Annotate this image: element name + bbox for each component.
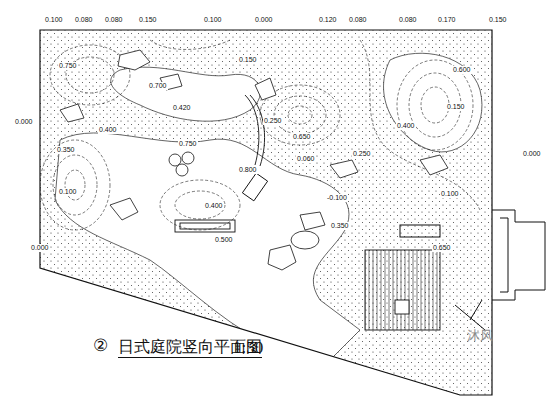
elevation-label: 0.100: [58, 188, 78, 196]
elevation-label: 0.700: [148, 82, 168, 90]
elevation-label: 0.250: [352, 150, 372, 158]
elevation-label: 0.120: [318, 16, 338, 24]
elevation-label: 0.500: [214, 236, 234, 244]
elevation-label: 0.150: [488, 16, 508, 24]
elevation-label: 0.650: [292, 133, 312, 141]
elevation-label: 0.750: [178, 140, 198, 148]
elevation-label: 0.080: [398, 16, 418, 24]
watermark: 沐风: [466, 328, 494, 343]
elevation-label: 0.350: [56, 146, 76, 154]
elevation-label: 0.060: [296, 155, 316, 163]
elevation-label: 0.800: [238, 166, 258, 174]
elevation-label: 0.080: [104, 16, 124, 24]
elevation-label: 0.400: [204, 202, 224, 210]
elevation-label: 0.000: [254, 16, 274, 24]
elevation-label: 0.150: [446, 103, 466, 111]
elevation-label: 0.400: [396, 122, 416, 130]
drawing-number: ②: [92, 336, 109, 356]
elevation-label: 0.080: [348, 16, 368, 24]
scale-label: 1:50: [232, 338, 264, 358]
elevation-label: 0.250: [263, 117, 283, 125]
elevation-label: -0.100: [326, 194, 348, 202]
elevation-label: 0.170: [437, 16, 457, 24]
elevation-label: 0.080: [74, 16, 94, 24]
elevation-label: 0.100: [440, 190, 460, 198]
elevation-label: 0.600: [452, 66, 472, 74]
elevation-label: 0.150: [138, 16, 158, 24]
elevation-label: 0.150: [238, 56, 258, 64]
elevation-label: 0.000: [30, 244, 50, 252]
elevation-label: 0.000: [14, 118, 34, 126]
elevation-label: 0.750: [58, 62, 78, 70]
elevation-label: 0.350: [330, 222, 350, 230]
elevation-label: 0.100: [44, 16, 64, 24]
elevation-label: 0.400: [98, 126, 118, 134]
elevation-label: 0.420: [172, 104, 192, 112]
elevation-label: 0.650: [432, 244, 452, 252]
elevation-label: 0.000: [522, 150, 542, 158]
elevation-label: 0.100: [203, 16, 223, 24]
